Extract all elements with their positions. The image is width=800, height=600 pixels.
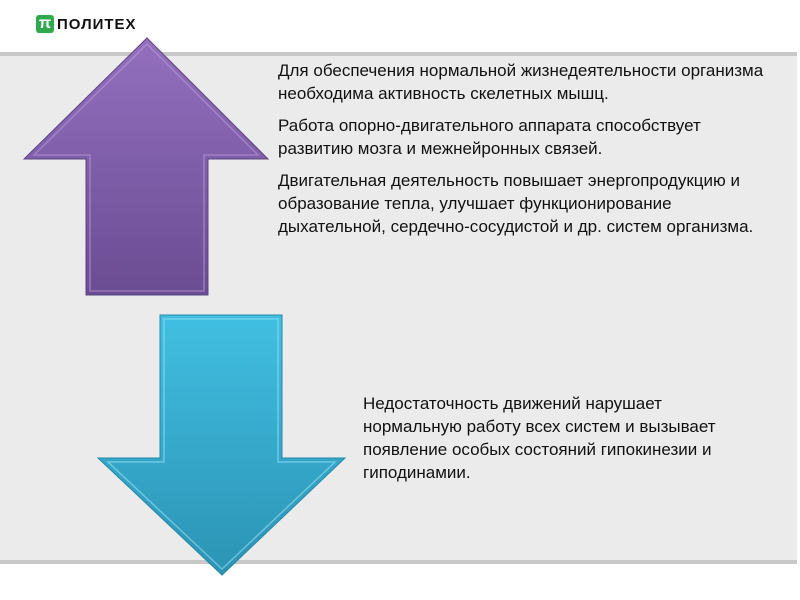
logo-text: ПОЛИТЕХ [57,15,137,33]
down-arrow [96,314,347,576]
paragraph: Двигательная деятельность повышает энерг… [278,171,754,236]
up-arrow [22,37,270,296]
logo-mark: π [36,15,54,33]
paragraph: Недостаточность движений нарушает нормал… [363,394,716,482]
lower-text-block: Недостаточность движений нарушает нормал… [363,392,743,493]
logo: π ПОЛИТЕХ [36,15,137,33]
paragraph: Работа опорно-двигательного аппарата спо… [278,116,701,158]
upper-text-block: Для обеспечения нормальной жизнедеятельн… [278,59,778,247]
paragraph: Для обеспечения нормальной жизнедеятельн… [278,61,764,103]
up-arrow-bevel [32,42,260,292]
down-arrow-bevel [106,318,337,571]
